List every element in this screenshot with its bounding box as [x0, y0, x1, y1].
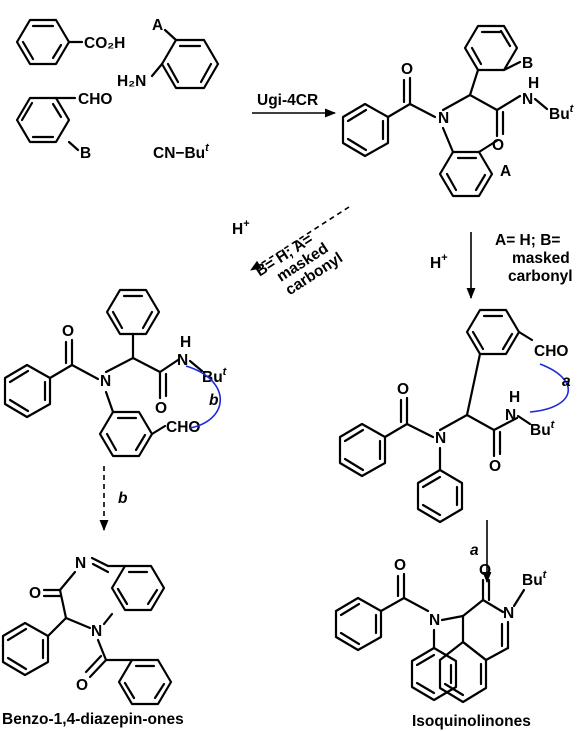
amine-group-label: H₂N [117, 73, 146, 90]
left-nh-h: H [180, 334, 191, 351]
right-nh-h: H [509, 389, 520, 406]
right-condition-line-3: carbonyl [508, 268, 573, 285]
diazepine-n: N [75, 555, 86, 572]
left-step-b: b [99, 466, 128, 532]
benzoic-acid: CO₂H [15, 18, 125, 66]
aldehyde-group-label: CHO [78, 91, 112, 108]
right-product-oxygen: O [479, 562, 491, 579]
right-amide-n: N [435, 430, 446, 447]
left-acid-label: H+ [232, 218, 250, 238]
right-condition-line-2: masked [512, 250, 570, 267]
benzoyl-oxygen: O [401, 61, 413, 78]
right-condition-line-1: A= H; B= [495, 232, 560, 249]
ugi-4cr-label: Ugi-4CR [257, 92, 318, 109]
aniline: A H₂N [117, 17, 220, 90]
left-cho: CHO [166, 419, 200, 436]
left-amide-oxygen: O [155, 400, 167, 417]
right-acid-label: H+ [430, 252, 448, 272]
ugi-adduct: B N O H N But O A [341, 24, 575, 198]
left-nh-n: N [177, 352, 188, 369]
diazepine-oxygen: O [29, 585, 41, 602]
benzodiazepinone-product: N N O O Benzo-1,4-diazepin-ones [1, 555, 184, 728]
isocyanide-label: CN−But [153, 142, 210, 162]
right-nh-n: N [505, 407, 516, 424]
right-product-benzoyl-oxygen: O [394, 557, 406, 574]
left-intermediate: N O H N But O CHO b [3, 288, 228, 458]
right-product-ring-n: N [503, 605, 514, 622]
right-amide-oxygen: O [489, 458, 501, 475]
left-benzoyl-oxygen: O [62, 323, 74, 340]
isocyanide: CN−But [153, 142, 210, 162]
aldehyde-substituent-b: B [80, 145, 91, 162]
adduct-tbu: But [549, 103, 575, 123]
diazepine-n1: N [91, 623, 102, 640]
right-intermediate: CHO N O H N But a O [338, 308, 571, 524]
acid-group-label: CO₂H [84, 35, 125, 52]
left-tbu: But [202, 366, 228, 386]
left-product-name: Benzo-1,4-diazepin-ones [2, 711, 184, 728]
right-path-a: a [562, 373, 571, 390]
right-product-n: N [429, 612, 440, 629]
right-tbu: But [530, 419, 556, 439]
adduct-sub-a: A [500, 163, 511, 180]
right-branch-step: H+ A= H; B= masked carbonyl [430, 232, 573, 300]
ugi-step: Ugi-4CR [252, 92, 337, 118]
right-benzoyl-oxygen: O [397, 381, 409, 398]
adduct-nh-h: H [528, 75, 539, 92]
isoquinolinone-product: O N O N But Isoquinolinones [334, 557, 548, 730]
left-path-b: b [209, 392, 219, 409]
right-step-a: a [470, 520, 492, 584]
left-condition: B= H; A= masked carbonyl [252, 231, 345, 299]
left-step-label: b [118, 490, 128, 507]
right-cho: CHO [534, 343, 568, 360]
amine-substituent-a: A [152, 17, 163, 34]
right-step-label: a [470, 542, 479, 559]
amide-n: N [438, 110, 449, 127]
right-product-tbu: But [522, 569, 548, 589]
benzaldehyde: CHO B [15, 91, 112, 162]
left-branch-step: H+ B= H; A= masked carbonyl [232, 206, 350, 299]
benzoyl-oxygen-left-product: O [76, 677, 88, 694]
right-product-name: Isoquinolinones [412, 713, 531, 730]
left-amide-n: N [100, 373, 111, 390]
adduct-nh-n: N [522, 91, 533, 108]
adduct-sub-b: B [522, 55, 533, 72]
